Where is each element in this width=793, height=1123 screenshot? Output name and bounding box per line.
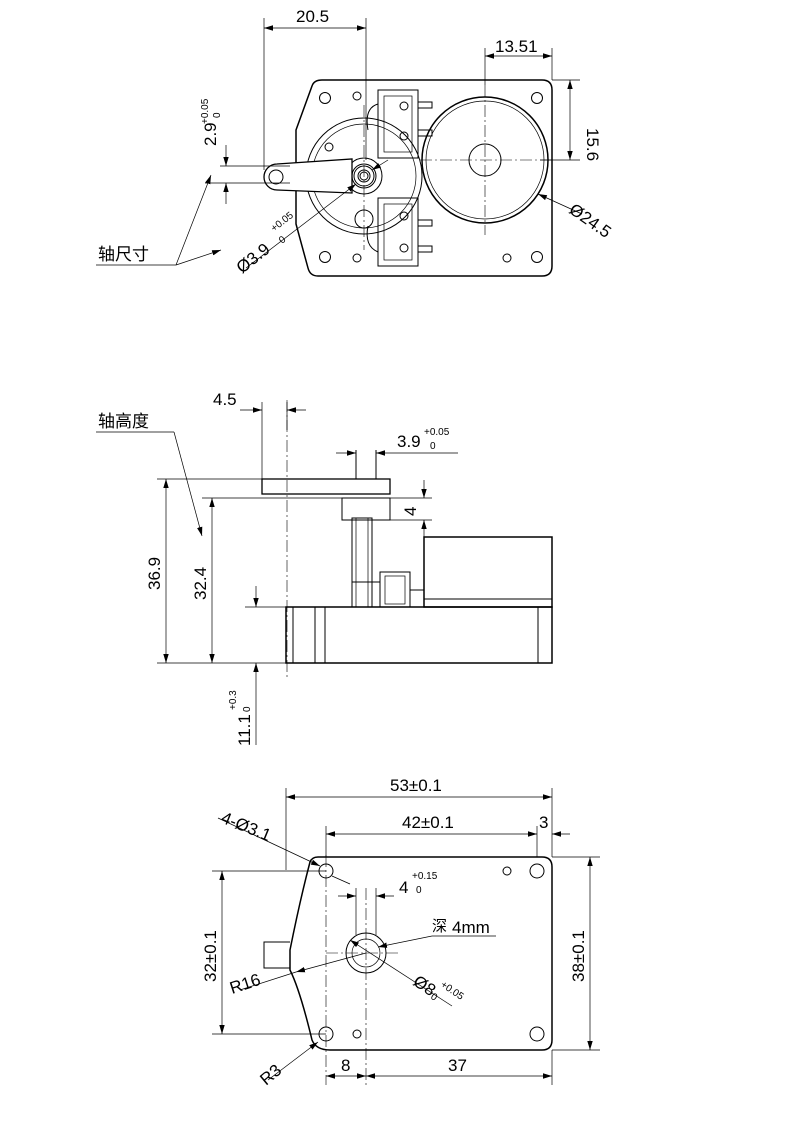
dim-slot-width: 4 bbox=[399, 878, 408, 897]
bottom-mount-hole bbox=[529, 1026, 545, 1042]
label-depth: 深 bbox=[432, 917, 447, 935]
top-hole bbox=[352, 91, 362, 101]
dim-edge-offset: 3 bbox=[539, 813, 548, 832]
switch-upper bbox=[377, 89, 419, 159]
dim-motor-diameter: Ø24.5 bbox=[566, 200, 615, 242]
tol-slot-width-lower: 0 bbox=[416, 885, 422, 896]
switch-upper-lever bbox=[366, 103, 379, 131]
switch-upper-pin bbox=[399, 101, 409, 111]
top-hole bbox=[502, 253, 512, 263]
switch-lower-tab bbox=[417, 219, 433, 227]
side-hub bbox=[341, 497, 391, 521]
bottom-side-tab bbox=[263, 941, 290, 969]
dim-bottom-left: 8 bbox=[341, 1056, 350, 1075]
dim-shaft-diameter: Ø3.9 bbox=[233, 239, 274, 277]
side-switch bbox=[379, 571, 411, 608]
dim-hole-spacing-x: 42±0.1 bbox=[402, 813, 454, 832]
top-view: 20.5 13.51 15.6 Ø24.5 2.9 +0.05 0 轴尺寸 Ø3… bbox=[96, 7, 615, 277]
dim-bottom-right: 37 bbox=[448, 1056, 467, 1075]
dim-total-height: 36.9 bbox=[145, 557, 164, 590]
side-motor bbox=[423, 536, 553, 608]
top-hole bbox=[352, 253, 362, 263]
side-view: 4.5 3.9 +0.05 0 4 36.9 32.4 轴高度 11.1 +0.… bbox=[96, 390, 553, 746]
tol-base-height-upper: +0.3 bbox=[228, 690, 239, 710]
switch-lower-pin bbox=[399, 211, 409, 221]
switch-upper-tab bbox=[417, 101, 433, 109]
tol-shaft-flat-lower: 0 bbox=[212, 112, 223, 118]
tol-bore-upper: +0.05 bbox=[438, 979, 465, 1003]
lever-arm-hole bbox=[268, 169, 284, 185]
bottom-plate-outline bbox=[289, 856, 553, 1051]
tol-shaft-diameter-upper: +0.05 bbox=[269, 210, 296, 235]
switch-lower-tab bbox=[417, 245, 433, 253]
dim-hub-height: 4 bbox=[401, 507, 420, 516]
top-hole bbox=[319, 92, 331, 104]
top-hole bbox=[324, 142, 334, 152]
top-hole bbox=[319, 251, 331, 263]
dim-overall-height: 38±0.1 bbox=[569, 930, 588, 982]
switch-lower-lever bbox=[366, 225, 379, 253]
side-base bbox=[285, 606, 553, 664]
dim-shaft-flat: 2.9 bbox=[201, 122, 220, 146]
label-shaft-height: 轴高度 bbox=[98, 412, 149, 432]
tol-side-shaft-lower: 0 bbox=[430, 441, 436, 452]
switch-lower-pin bbox=[399, 243, 409, 253]
switch-lower-inner bbox=[383, 203, 413, 261]
dim-overall-width: 53±0.1 bbox=[390, 776, 442, 795]
switch-lower bbox=[377, 197, 419, 267]
side-arm bbox=[261, 478, 391, 495]
dim-corner-radius: R3 bbox=[256, 1061, 285, 1090]
label-shaft-size: 轴尺寸 bbox=[98, 245, 149, 265]
bottom-small-hole bbox=[502, 866, 512, 876]
tol-shaft-flat-upper: +0.05 bbox=[200, 98, 211, 124]
tol-slot-width-upper: +0.15 bbox=[412, 871, 438, 882]
top-hole bbox=[531, 92, 543, 104]
dim-mount-holes: 4-Ø3.1 bbox=[219, 808, 274, 845]
dim-arm-width: 20.5 bbox=[296, 7, 329, 26]
dim-side-shaft-diameter: 3.9 bbox=[397, 432, 421, 451]
side-column bbox=[351, 517, 373, 608]
dim-shaft-height: 32.4 bbox=[191, 567, 210, 600]
dim-motor-offset: 13.51 bbox=[495, 37, 538, 56]
bottom-view: 4 +0.15 0 53±0.1 42±0.1 3 4-Ø3.1 深 4mm 3… bbox=[201, 776, 600, 1089]
dim-arm-thickness: 4.5 bbox=[213, 390, 237, 409]
switch-upper-pin bbox=[399, 131, 409, 141]
switch-upper-tab bbox=[417, 129, 433, 137]
top-hole bbox=[531, 251, 543, 263]
bottom-mount-hole bbox=[529, 863, 545, 879]
top-plate-outline bbox=[295, 79, 553, 277]
switch-upper-inner bbox=[383, 95, 413, 153]
bottom-small-hole bbox=[352, 1029, 362, 1039]
dim-motor-vertical: 15.6 bbox=[583, 128, 602, 161]
tol-shaft-diameter-lower: 0 bbox=[277, 234, 289, 246]
dim-hole-spacing-y: 32±0.1 bbox=[201, 930, 220, 982]
tol-base-height-lower: 0 bbox=[242, 706, 253, 712]
dim-depth: 4mm bbox=[452, 918, 490, 937]
lever-arm bbox=[263, 158, 353, 194]
dim-arc-radius: R16 bbox=[227, 970, 263, 998]
tol-bore-lower: 0 bbox=[428, 991, 439, 1003]
dim-base-height: 11.1 bbox=[235, 714, 254, 746]
tol-side-shaft-upper: +0.05 bbox=[424, 427, 450, 438]
